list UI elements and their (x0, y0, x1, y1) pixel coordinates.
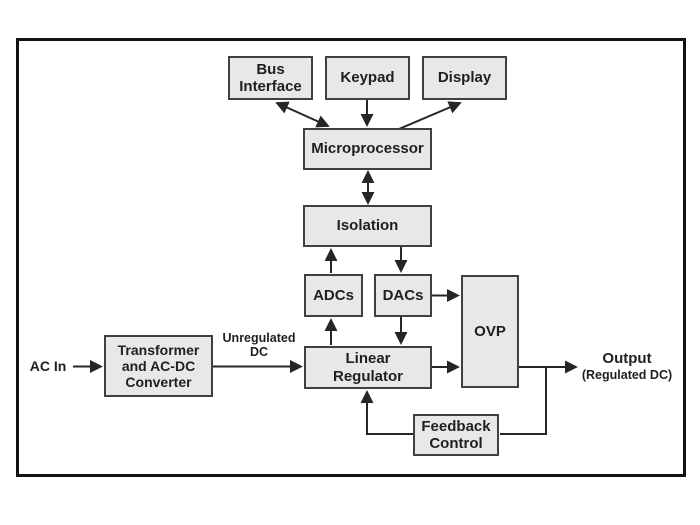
block-label: OVP (474, 322, 506, 340)
block-keypad: Keypad (325, 56, 410, 100)
block-label: Interface (239, 78, 302, 95)
block-label: Converter (125, 374, 192, 391)
block-dacs: DACs (374, 274, 432, 317)
label-text: (Regulated DC) (581, 368, 673, 383)
block-label: Control (429, 435, 483, 452)
label-unregulated-dc: Unregulated DC (212, 331, 306, 360)
block-isolation: Isolation (303, 205, 432, 247)
block-ovp: OVP (461, 275, 519, 388)
label-output: Output (Regulated DC) (575, 350, 679, 383)
label-text: Output (602, 350, 652, 367)
block-label: Display (437, 69, 492, 87)
block-microprocessor: Microprocessor (303, 128, 432, 170)
block-display: Display (422, 56, 507, 100)
block-label: Regulator (332, 367, 403, 385)
block-linear-regulator: Linear Regulator (304, 346, 432, 389)
block-label: Microprocessor (311, 140, 424, 158)
block-label: Isolation (336, 217, 399, 235)
block-transformer-ac-dc-converter: Transformer and AC-DC Converter (104, 335, 213, 397)
block-label: ADCs (313, 286, 354, 304)
block-label: Feedback (421, 417, 491, 435)
block-label: Keypad (340, 69, 395, 87)
block-label: Bus (256, 60, 285, 78)
block-label: Transformer (117, 341, 200, 358)
block-label: DACs (382, 286, 424, 304)
block-feedback-control: Feedback Control (413, 414, 499, 456)
block-label: Linear (345, 350, 391, 368)
label-ac-in: AC In (22, 358, 74, 374)
block-label: and AC-DC (121, 357, 196, 374)
label-text: DC (249, 345, 269, 360)
block-bus-interface: Bus Interface (228, 56, 313, 100)
diagram-frame (16, 38, 686, 477)
block-adcs: ADCs (304, 274, 363, 317)
label-text: Unregulated (222, 331, 296, 345)
label-text: AC In (29, 358, 67, 374)
